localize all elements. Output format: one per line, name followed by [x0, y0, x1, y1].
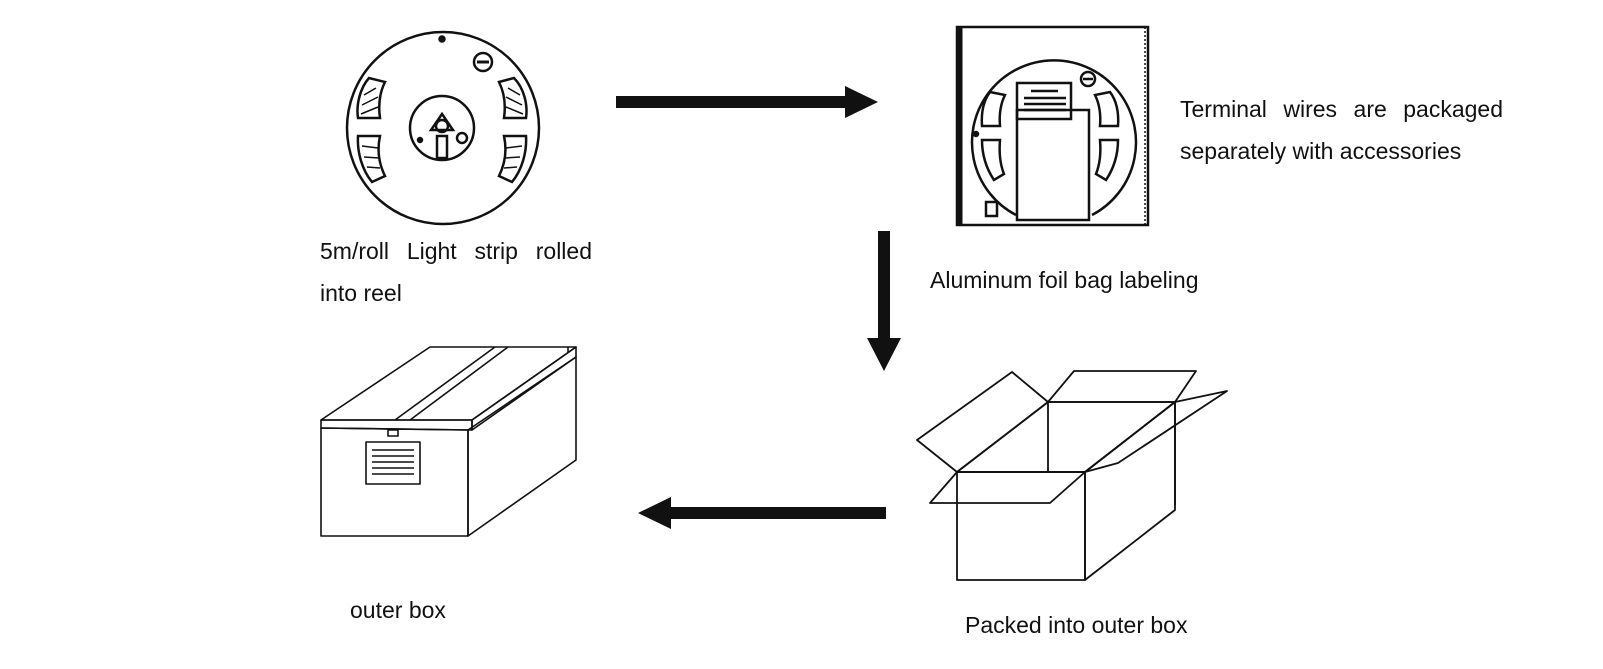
tape-reel-icon: [345, 30, 541, 226]
reel-caption: 5m/roll Light strip rolled into reel: [320, 238, 592, 306]
foil-bag-icon: [955, 25, 1150, 227]
terminal-wires-caption: Terminal wires are packaged separately w…: [1180, 96, 1503, 164]
packed-caption: Packed into outer box: [965, 612, 1188, 638]
outer-box-caption: outer box: [350, 597, 446, 623]
arrow-right: [616, 86, 878, 118]
open-box-icon: [916, 370, 1228, 581]
sealed-box-icon: [320, 346, 577, 537]
arrow-left: [638, 497, 886, 529]
arrow-down: [867, 231, 901, 371]
foil-bag-caption: Aluminum foil bag labeling: [930, 267, 1199, 293]
